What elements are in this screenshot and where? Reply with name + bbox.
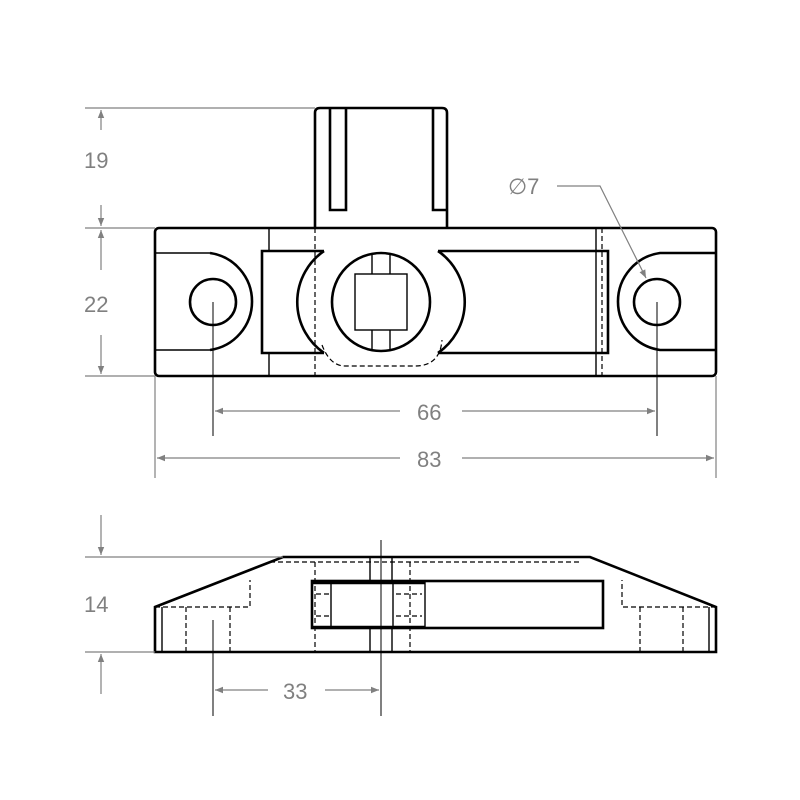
dim-thickness: 14: [84, 592, 108, 617]
dim-tab-height: 19: [84, 148, 108, 173]
side-slider: [310, 579, 605, 630]
mounting-tab: [313, 106, 449, 228]
centerlines: [212, 302, 658, 716]
square-drive: [354, 273, 408, 331]
tab-slot-right: [431, 108, 447, 212]
tab-slot-left: [328, 108, 348, 212]
side-view: [153, 555, 718, 654]
rotor: [330, 251, 432, 353]
right-ear-arc: [616, 251, 716, 352]
body-outline: [153, 226, 718, 378]
dim-hole-spacing: 66: [417, 400, 441, 425]
left-ear-arc: [209, 251, 254, 352]
side-outline: [153, 555, 718, 654]
dim-overall-length: 83: [417, 447, 441, 472]
dimensions: 19 22 ∅7 66 83 14 33: [84, 107, 717, 704]
dim-hole-diameter: ∅7: [508, 174, 539, 199]
slider-channel: [260, 249, 610, 355]
dim-body-height: 22: [84, 292, 108, 317]
dim-half-length: 33: [283, 679, 307, 704]
top-view: [153, 106, 718, 378]
